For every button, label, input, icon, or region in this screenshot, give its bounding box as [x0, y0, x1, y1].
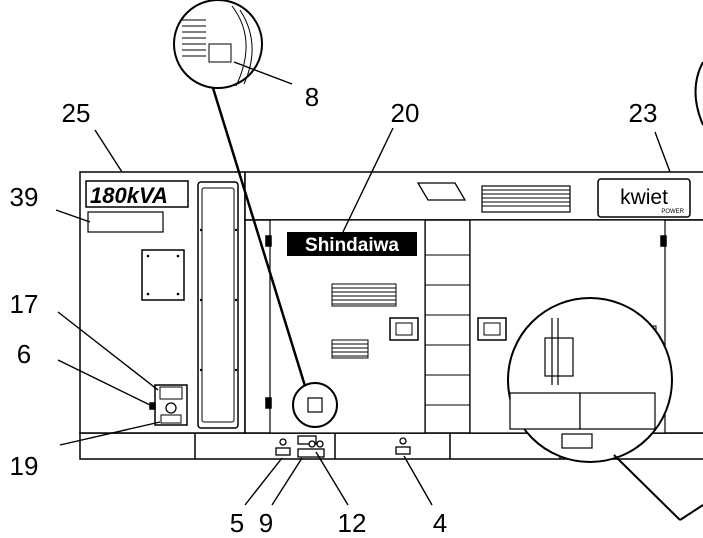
callout-20: 20: [391, 98, 420, 128]
base-fittings: [275, 435, 411, 458]
leader-lines: [55, 61, 671, 506]
callout-6: 6: [17, 339, 31, 369]
callout-25: 25: [62, 98, 91, 128]
callout-17: 17: [10, 289, 39, 319]
magnifier-edge-arc: [694, 61, 703, 126]
magnifier-battery: [507, 297, 703, 521]
callout-19: 19: [10, 451, 39, 481]
callout-numbers: 25 39 17 6 19 8 20 23 5 9 12 4: [10, 82, 658, 538]
generator-brand-sub: POWER: [661, 209, 684, 215]
magnifier-top: [173, 0, 263, 89]
magnifier-connector: [211, 87, 307, 387]
callout-12: 12: [338, 508, 367, 538]
callout-5: 5: [230, 508, 244, 538]
capacity-label: 180kVA: [90, 183, 168, 208]
engine-brand-label: Shindaiwa: [305, 235, 399, 256]
magnifier-small: [292, 382, 338, 428]
engine-brand-badge: Shindaiwa: [287, 232, 417, 256]
callout-23: 23: [629, 98, 658, 128]
callout-8: 8: [305, 82, 319, 112]
generator-brand-label: kwiet: [620, 186, 668, 209]
callout-9: 9: [259, 508, 273, 538]
callout-4: 4: [433, 508, 447, 538]
callout-39: 39: [10, 182, 39, 212]
control-enclosure: [79, 171, 246, 434]
capacity-badge: 180kVA: [85, 180, 189, 208]
generator-brand-badge: kwiet POWER: [597, 178, 691, 218]
